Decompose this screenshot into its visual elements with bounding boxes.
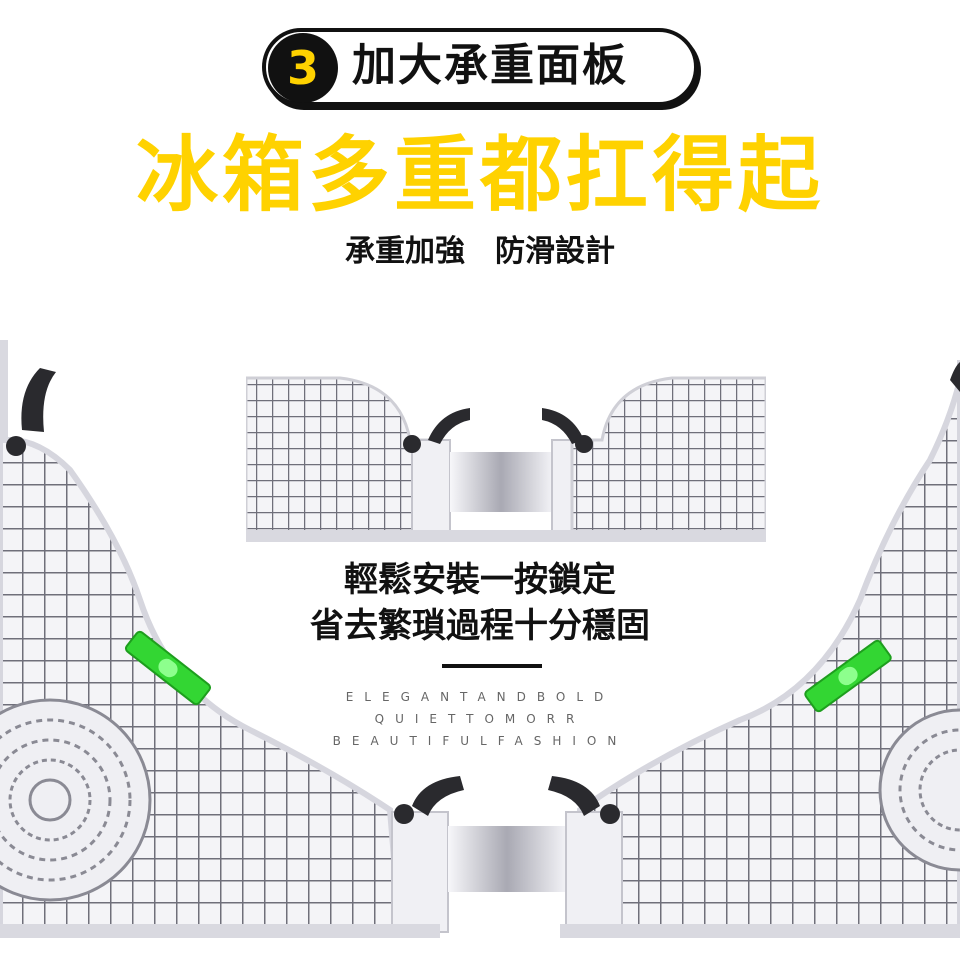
description-line-1: 輕鬆安裝一按鎖定 <box>344 560 616 600</box>
tagline-2: QUIETTOMORR <box>374 712 586 726</box>
inset-top <box>246 376 766 542</box>
tagline-3: BEAUTIFULFASHION <box>332 734 628 748</box>
subline: 承重加強 防滑設計 <box>345 234 615 269</box>
tagline-1: ELEGANTANDBOLD <box>345 690 615 704</box>
metal-rail <box>448 826 566 892</box>
level-indicator-right <box>804 639 892 713</box>
headline: 冰箱多重都扛得起 <box>135 128 824 223</box>
right-panel <box>548 360 960 938</box>
divider <box>442 664 542 668</box>
description-line-2: 省去繁瑣過程十分穩固 <box>310 606 650 646</box>
feature-title: 加大承重面板 <box>352 40 628 91</box>
level-indicator-left <box>124 630 212 706</box>
feature-number-badge: 3 <box>268 33 338 103</box>
left-panel <box>0 340 464 938</box>
